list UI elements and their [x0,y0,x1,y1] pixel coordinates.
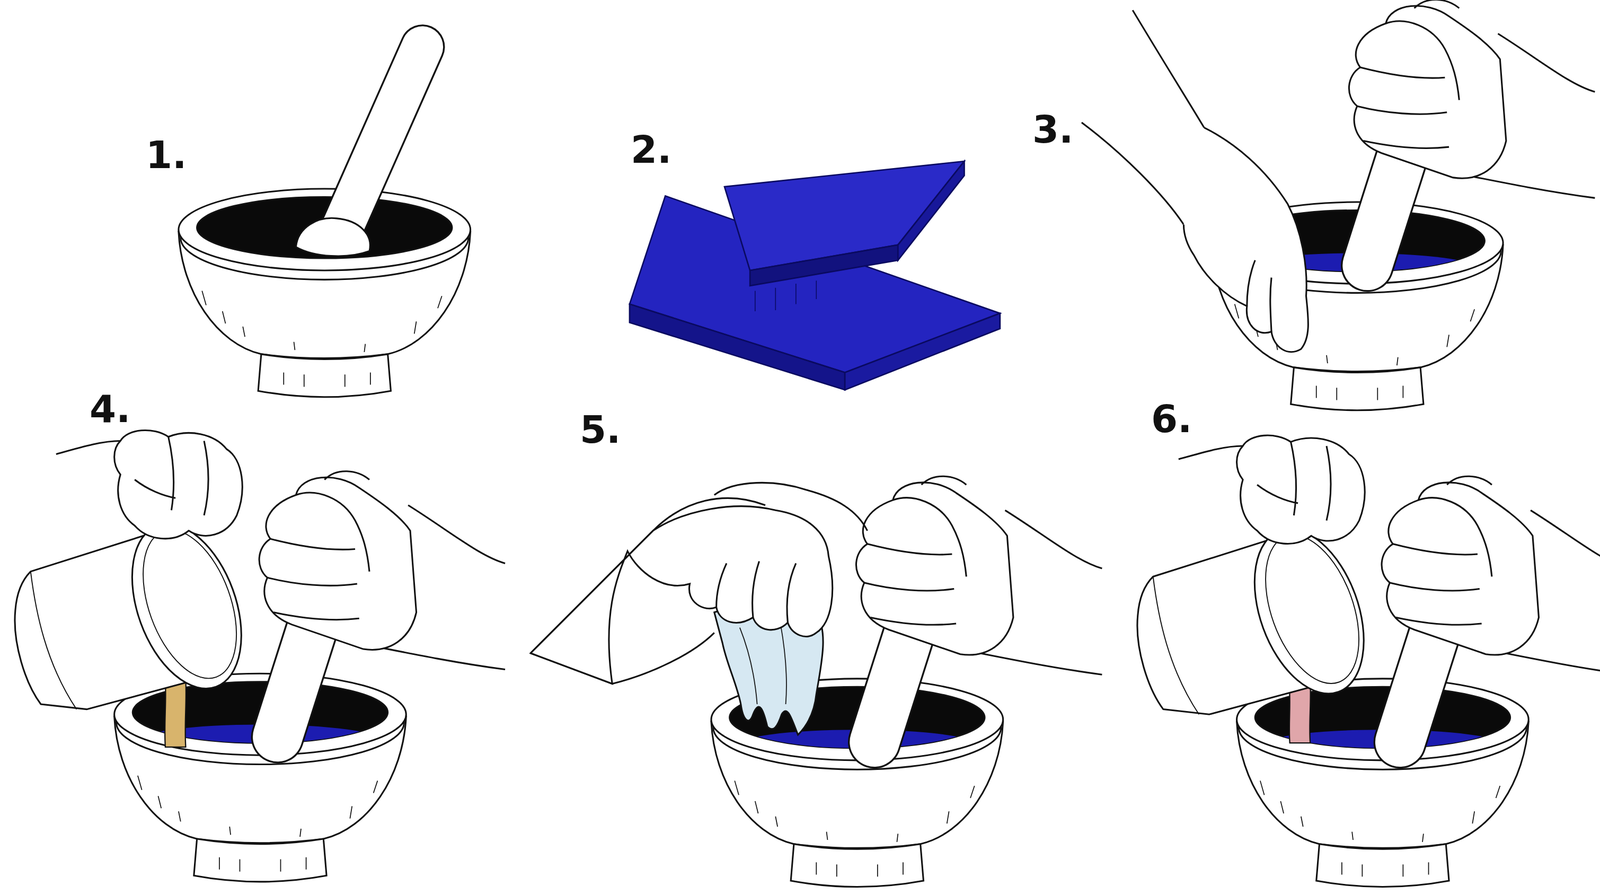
callout-number: 2. [630,130,672,169]
callout-number: 3. [1032,110,1074,149]
adding-binder [1137,435,1600,887]
adding-oil [14,429,506,881]
mortar-and-pestle [178,47,471,397]
callout-number: 5. [579,410,621,449]
grinding-hands [1081,0,1595,411]
adding-cloth [530,475,1102,887]
blue-pigment-slabs [629,161,1001,390]
callout-number: 6. [1151,399,1192,438]
callout-number: 4. [89,389,131,428]
callout-number: 1. [145,135,187,174]
